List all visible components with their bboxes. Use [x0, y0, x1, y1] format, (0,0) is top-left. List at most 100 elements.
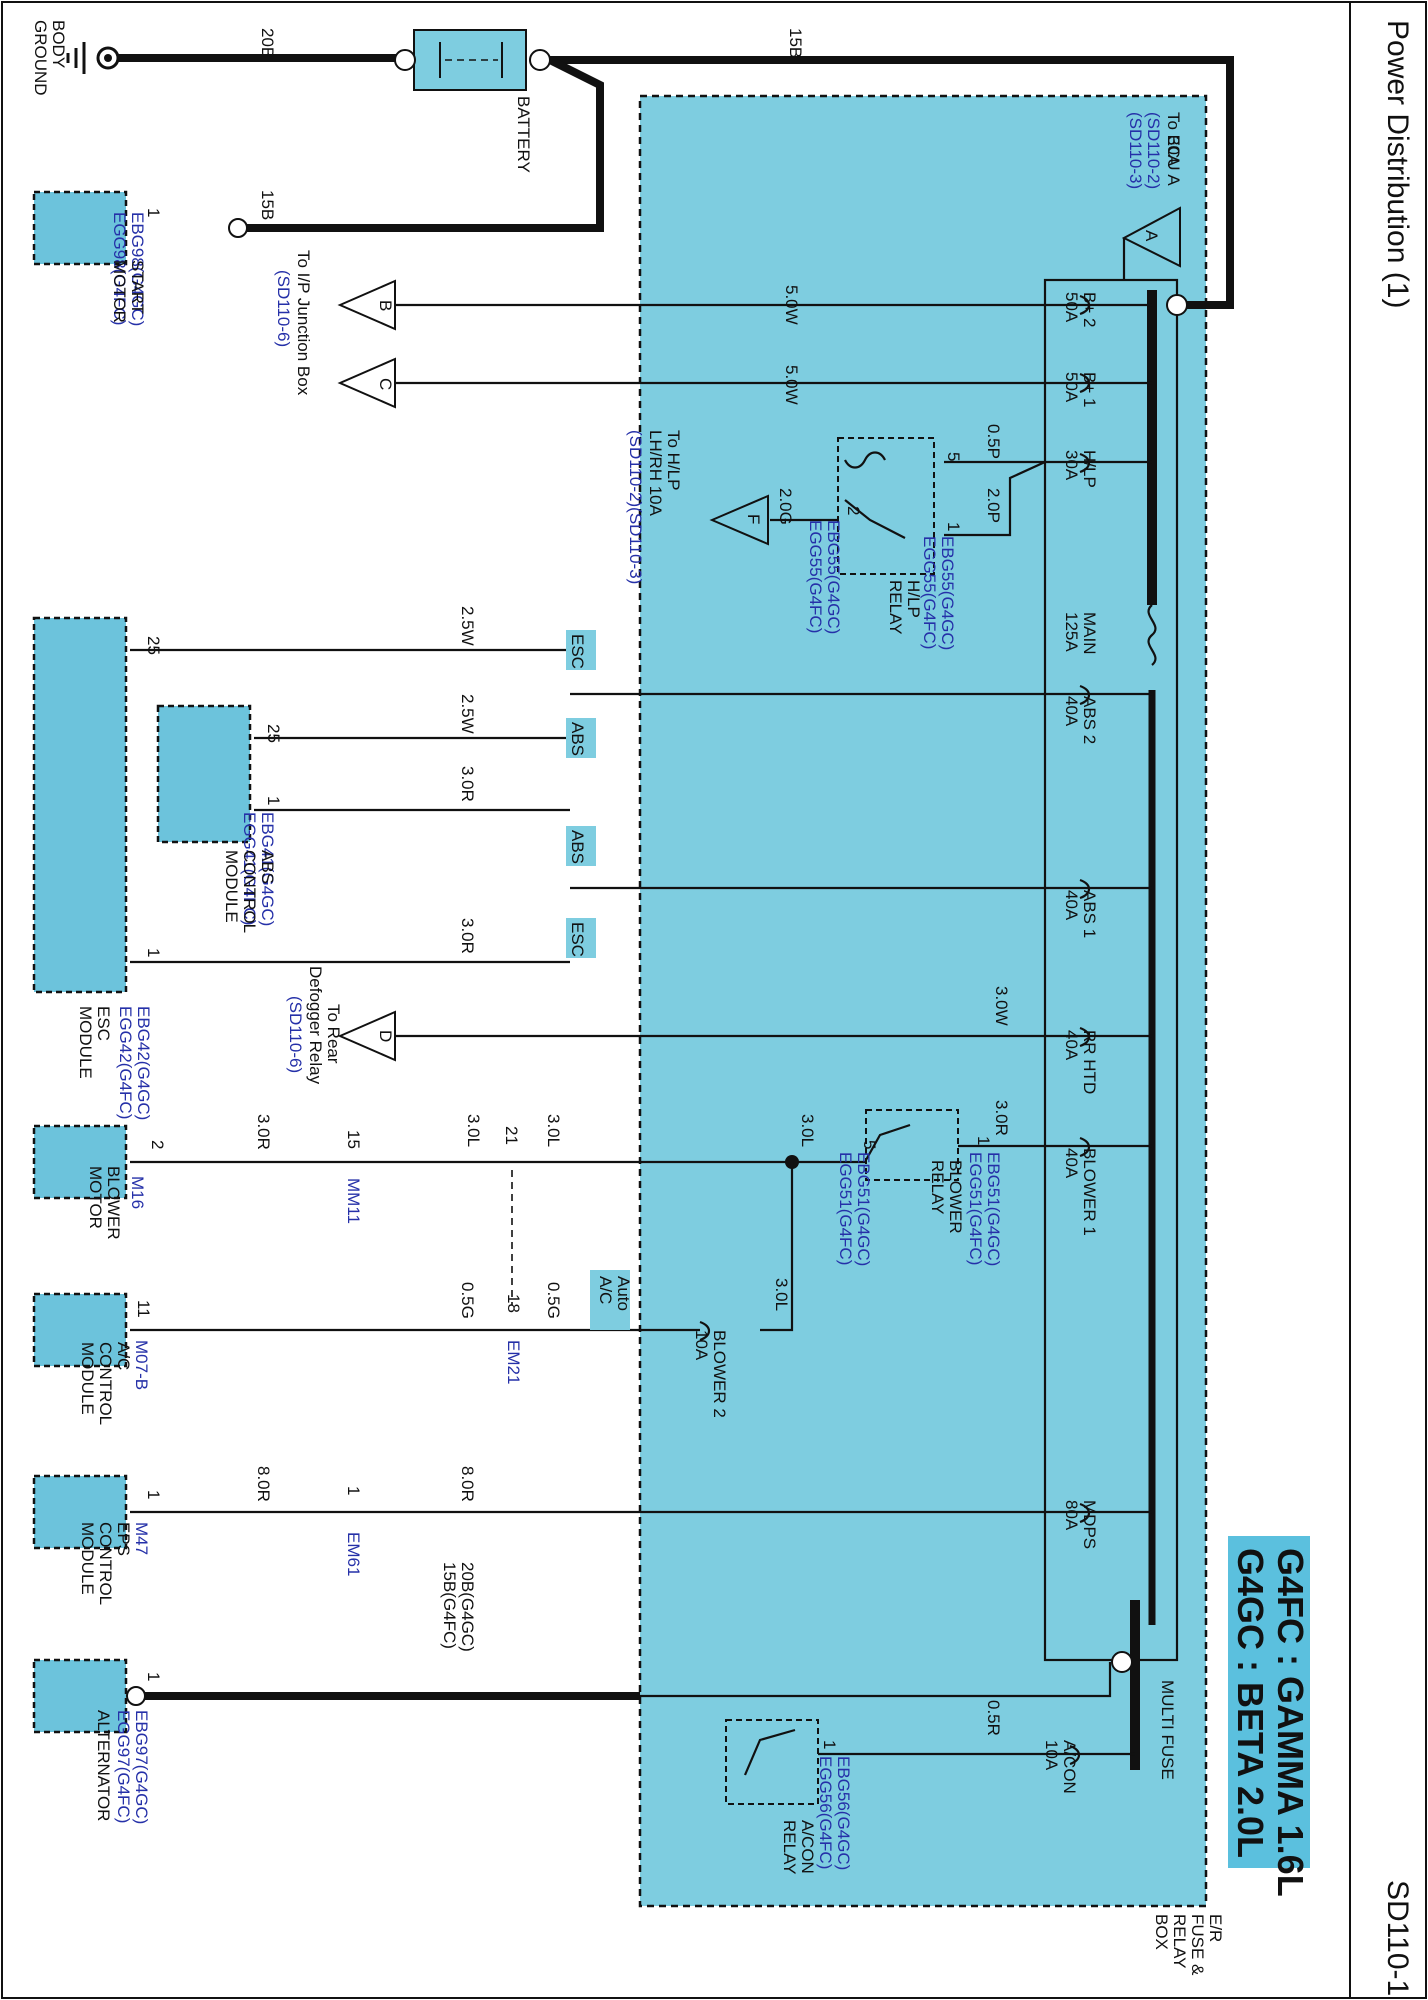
esc-tag-1: ESC	[568, 634, 587, 669]
fuse-blower1-rating: 40A	[1062, 1148, 1081, 1179]
marker-a: A	[1142, 230, 1161, 242]
ip-triangle-b	[337, 279, 396, 331]
abs-tag-1: ABS	[568, 722, 587, 756]
hlp-wiring	[844, 460, 1046, 539]
conn-ebg56: EBG56(G4GC)	[834, 1756, 853, 1870]
esc-tag-2-box	[566, 918, 596, 958]
conn-egg51-b: EGG51(G4FC)	[836, 1152, 855, 1265]
alternator-label: ALTERNATOR	[94, 1710, 113, 1821]
fuse-b2-rating: 50A	[1062, 292, 1081, 323]
conn-egg97: EGG97(G4FC)	[114, 1710, 133, 1823]
ac-relay-label: A/CON	[798, 1820, 817, 1874]
auto-ac-box	[590, 1270, 630, 1330]
ecu-rating: 30A	[1164, 136, 1183, 167]
conn-em61: EM61	[344, 1532, 363, 1576]
conn-ebg51-b: EBG51(G4GC)	[854, 1152, 873, 1266]
conn-ebg51-a: EBG51(G4GC)	[984, 1152, 1003, 1266]
ac-relay-wiring	[743, 1728, 1135, 1776]
esc-tag-1-box	[566, 630, 596, 670]
fuse-abs2: ABS 2	[1080, 696, 1099, 744]
fuse-relay-box	[638, 94, 1208, 1908]
wire-20g: 2.0G	[776, 488, 795, 525]
ac-module-label-3: MODULE	[78, 1342, 97, 1415]
battery-icon	[413, 29, 527, 91]
wire-30r-blower: 3.0R	[992, 1100, 1011, 1136]
conn-ebg98: EBG98(G4GC)	[128, 212, 147, 326]
page-title: Power Distribution (1)	[1381, 20, 1414, 308]
wire-5w-b: 5.0W	[782, 365, 801, 405]
engine-line-1: G4FC : GAMMA 1.6L	[1270, 1548, 1311, 1897]
battery-pos-terminal	[529, 49, 551, 71]
pin-1-eps: 1	[144, 1490, 163, 1499]
wire-alt-2: 15B(G4FC)	[440, 1562, 459, 1649]
start-pin: 1	[144, 208, 163, 217]
ip-junction: To I/P Junction Box	[294, 250, 313, 396]
conn-egg98: EGG98(G4FC)	[110, 212, 129, 325]
engine-line-2: G4GC : BETA 2.0L	[1230, 1548, 1271, 1858]
blower-motor-label-2: MOTOR	[86, 1166, 105, 1229]
conn-egg55-a: EGG55(G4FC)	[920, 536, 939, 649]
wire-blower-2	[760, 1162, 794, 1332]
fuse-b1-rating: 50A	[1062, 372, 1081, 403]
blower-relay	[865, 1109, 959, 1181]
conn-ebg42: EBG42(G4GC)	[134, 1006, 153, 1120]
pin-1-ac: 1	[820, 1740, 839, 1749]
fuse-main: MAIN	[1080, 612, 1099, 655]
wire-alt-1: 20B(G4GC)	[458, 1562, 477, 1652]
eps-module-label: EPS	[114, 1522, 133, 1556]
auto-ac-label-2: A/C	[596, 1276, 615, 1304]
defogger-label: To Rear	[324, 1004, 343, 1064]
pin-25-esc: 25	[144, 636, 163, 655]
fuse-blower1: BLOWER 1	[1080, 1148, 1099, 1236]
wire-30l-a: 3.0L	[798, 1114, 817, 1147]
esc-module-label: ESC	[94, 1006, 113, 1041]
wire-15b-top: 15B	[786, 28, 805, 58]
abs-module	[156, 704, 252, 844]
bl-pin-1: 1	[974, 1136, 993, 1145]
fuse-box-label-2: FUSE &	[1188, 1914, 1207, 1976]
hlp-pin-1: 1	[944, 522, 963, 531]
abs-tag-2-box	[566, 826, 596, 866]
wire-30r-esc: 3.0R	[458, 918, 477, 954]
marker-f: F	[744, 514, 763, 524]
fuse-b2: B+ 2	[1080, 292, 1099, 327]
eps-module-label-3: MODULE	[78, 1522, 97, 1595]
fuse-blower2: BLOWER 2	[710, 1330, 729, 1418]
conn-mm11: MM11	[344, 1178, 363, 1224]
fuse-b1: B+ 1	[1080, 372, 1099, 407]
pin-1-em61: 1	[344, 1486, 363, 1495]
abs-module-label-3: MODULE	[222, 850, 241, 923]
fuse-abs2-rating: 40A	[1062, 696, 1081, 727]
pin-1-alt: 1	[144, 1672, 163, 1681]
engine-label-box	[1228, 1536, 1310, 1868]
fuse-mdps-rating: 80A	[1062, 1500, 1081, 1531]
wire-25w-abs: 2.5W	[458, 694, 477, 734]
wire-alternator-inner	[640, 1662, 1112, 1698]
wire-30l-c: 3.0L	[464, 1114, 483, 1147]
multi-fuse-terminal	[1111, 1651, 1133, 1673]
conn-ebg41: EBG41(G4GC)	[258, 812, 277, 926]
marker-b: B	[376, 300, 395, 311]
fuse-main-rating: 125A	[1062, 612, 1081, 652]
hlp-coil	[844, 451, 886, 469]
pin-18: 18	[504, 1294, 523, 1313]
auto-ac-label: Auto	[614, 1276, 633, 1311]
wire-05p: 0.5P	[984, 424, 1003, 459]
hlp-lhrh: LH/RH 10A	[646, 430, 665, 517]
wire-30l-b: 3.0L	[544, 1114, 563, 1147]
bus-terminal	[1166, 294, 1188, 316]
start-motor	[32, 190, 128, 266]
fuse-box-label-3: RELAY	[1170, 1914, 1189, 1969]
label-battery: BATTERY	[514, 96, 533, 173]
start-motor-terminal	[228, 218, 248, 238]
wire-5w-a: 5.0W	[782, 285, 801, 325]
conn-egg42: EGG42(G4FC)	[116, 1006, 135, 1119]
fuse-box-label: E/R	[1206, 1914, 1225, 1942]
battery-to-start-wire	[550, 56, 1234, 309]
bus-taps	[1045, 303, 1152, 1514]
conn-egg56: EGG56(G4FC)	[816, 1756, 835, 1869]
marker-d: D	[376, 1030, 395, 1042]
pin-25-abs: 25	[264, 724, 283, 743]
pin-21: 21	[502, 1126, 521, 1145]
wire-05g-b: 0.5G	[458, 1282, 477, 1319]
